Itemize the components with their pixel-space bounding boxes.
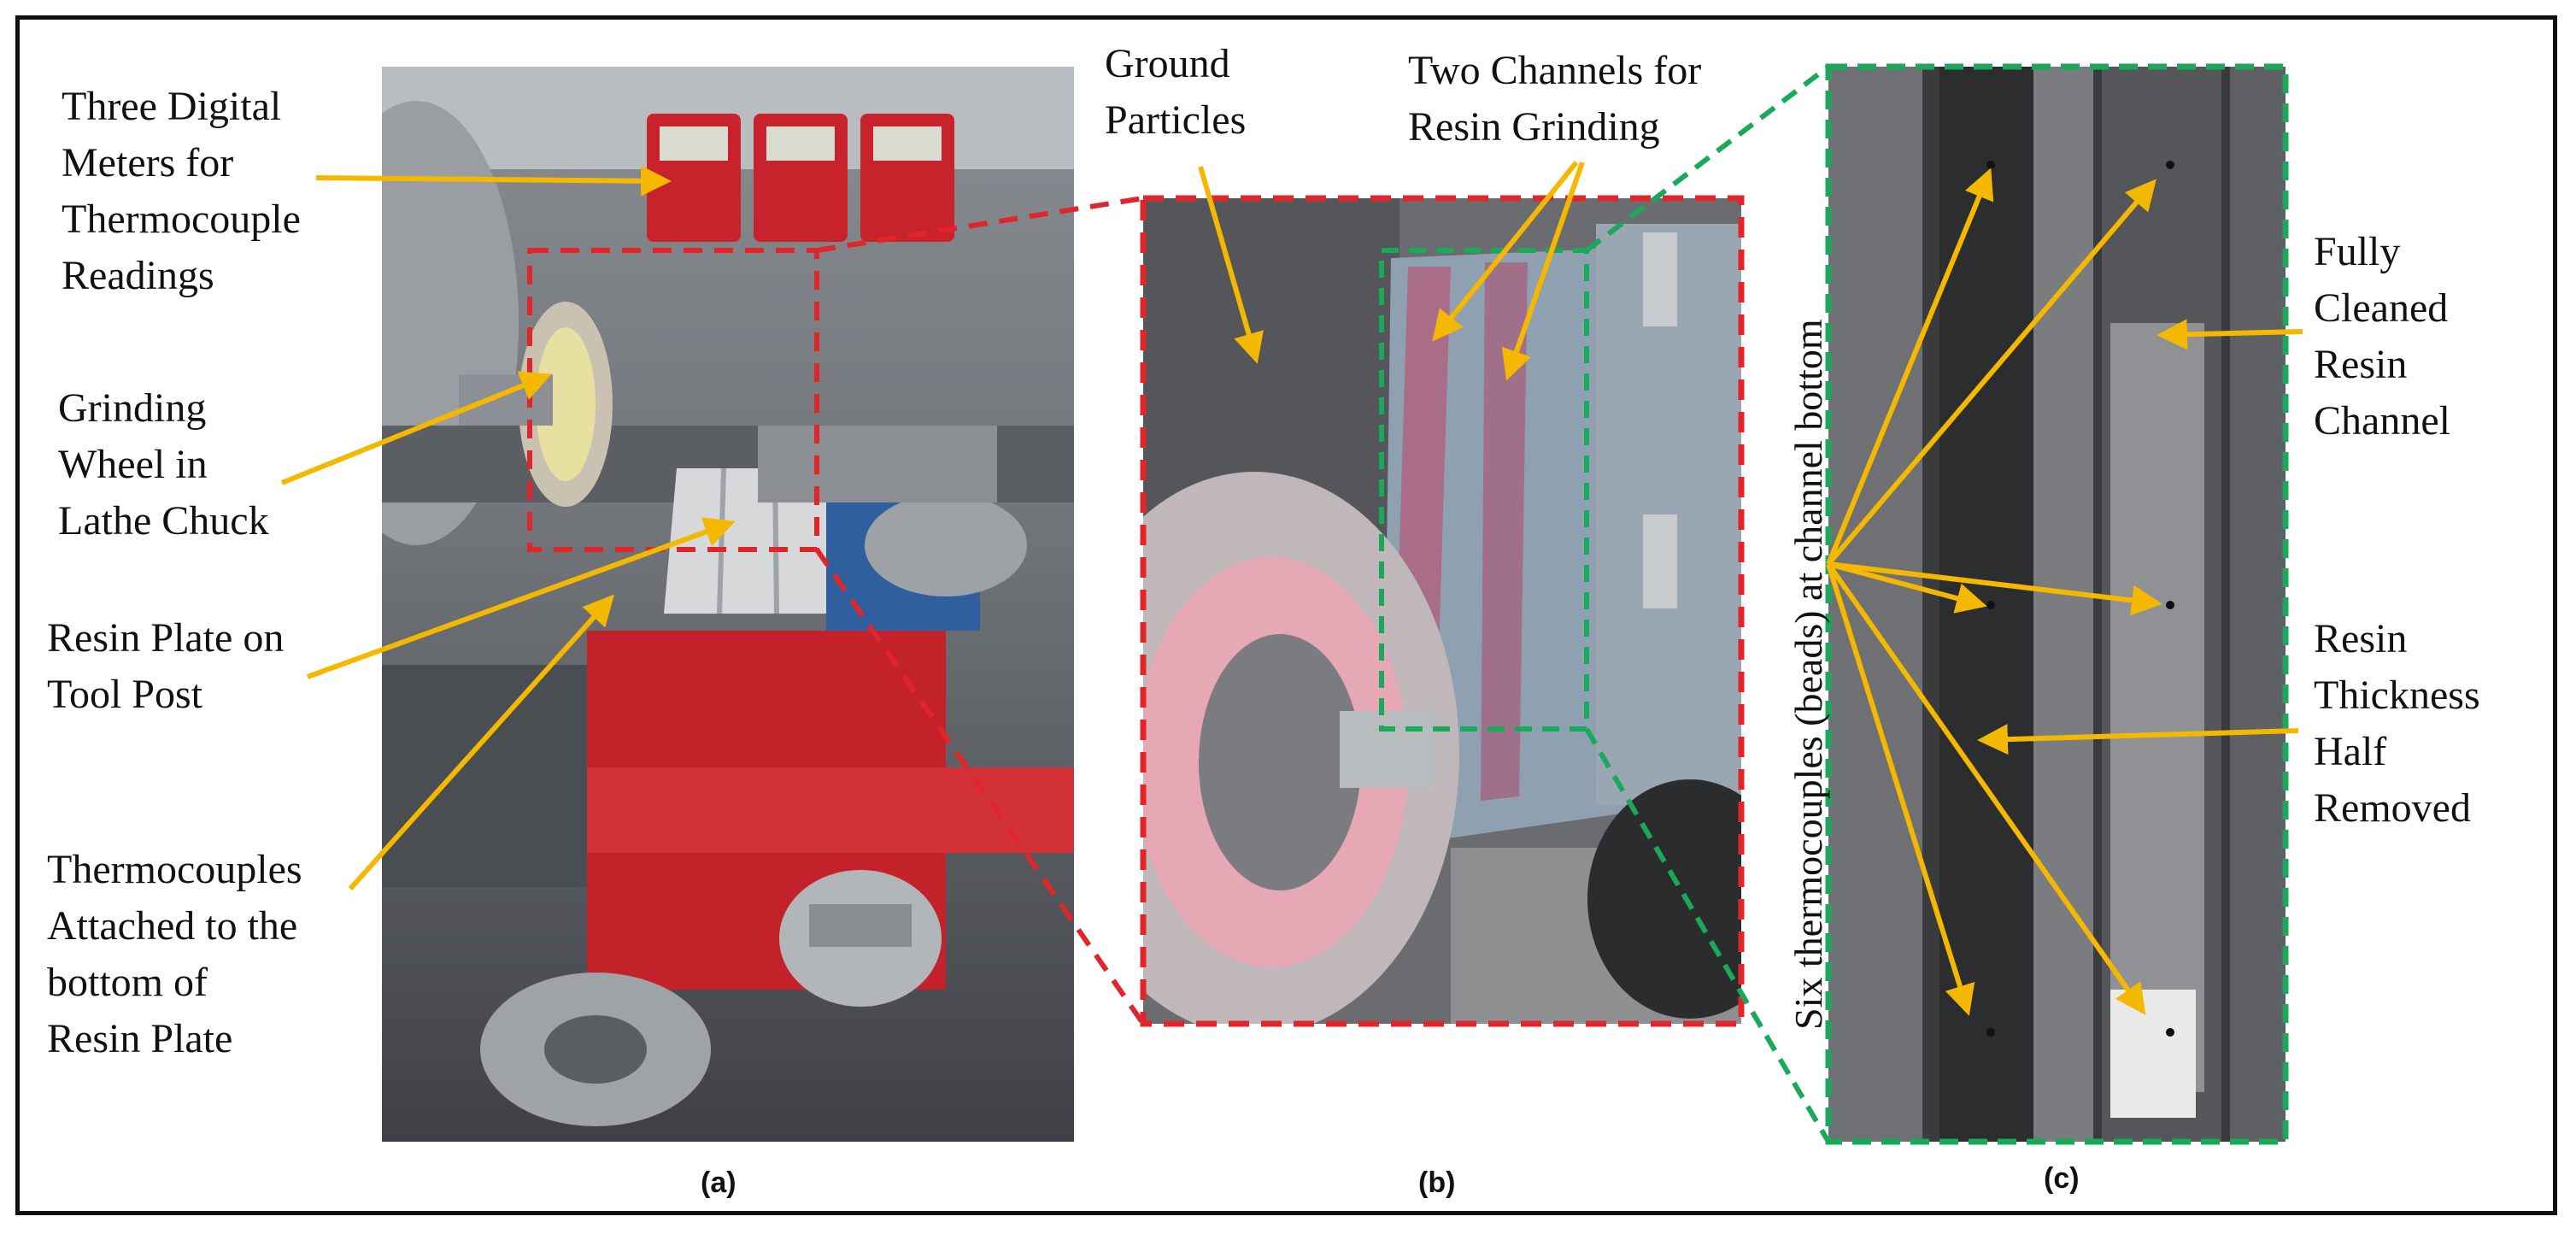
label-digital-meters: Three Digital Meters for Thermocouple Re… xyxy=(62,84,301,298)
arrow-half xyxy=(1977,724,2299,755)
arrow-thermocouples xyxy=(348,594,615,891)
arrow-plate xyxy=(306,517,736,679)
arrow-bead-5 xyxy=(1826,563,1975,1016)
label-ground-particles: Ground Particles xyxy=(1105,41,1247,143)
lathe-photo xyxy=(382,67,1074,1142)
arrow-bead-4 xyxy=(1828,561,2162,616)
label-fully-cleaned: Fully Cleaned Resin Channel xyxy=(2314,229,2450,444)
arrow-channel-1 xyxy=(1432,161,1579,342)
arrow-particles xyxy=(1198,166,1264,364)
red-connector-top xyxy=(816,196,1144,253)
label-six-thermocouples: Six thermocouples (beads) at channel bot… xyxy=(1787,319,1830,1030)
red-zoom-box-a xyxy=(527,248,819,552)
green-connector-bottom xyxy=(1584,727,1831,1143)
label-grinding-wheel: Grinding Wheel in Lathe Chuck xyxy=(58,385,269,544)
green-zoom-box-b xyxy=(1379,248,1589,732)
caption-b: (b) xyxy=(1418,1166,1456,1199)
arrow-bead-1 xyxy=(1826,167,1994,566)
red-connector-bottom xyxy=(814,548,1146,1025)
arrow-wheel xyxy=(280,371,552,485)
label-two-channels: Two Channels for Resin Grinding xyxy=(1408,48,1702,150)
caption-a: (a) xyxy=(701,1166,736,1199)
label-thermocouples: Thermocouples Attached to the bottom of … xyxy=(47,847,302,1061)
red-zoom-box-b xyxy=(1140,195,1745,1027)
caption-c: (c) xyxy=(2044,1162,2080,1195)
arrow-channel-2 xyxy=(1501,162,1585,381)
label-half-removed: Resin Thickness Half Removed xyxy=(2314,616,2480,831)
label-resin-plate: Resin Plate on Tool Post xyxy=(47,615,285,717)
arrow-bead-2 xyxy=(1826,179,2156,566)
arrow-meters xyxy=(315,165,672,197)
arrow-bead-6 xyxy=(1826,562,2146,1015)
green-zoom-box-c xyxy=(1825,63,2289,1145)
arrow-cleaned xyxy=(2156,319,2303,350)
arrow-bead-3 xyxy=(1828,561,1987,614)
green-connector-top xyxy=(1585,64,1830,253)
